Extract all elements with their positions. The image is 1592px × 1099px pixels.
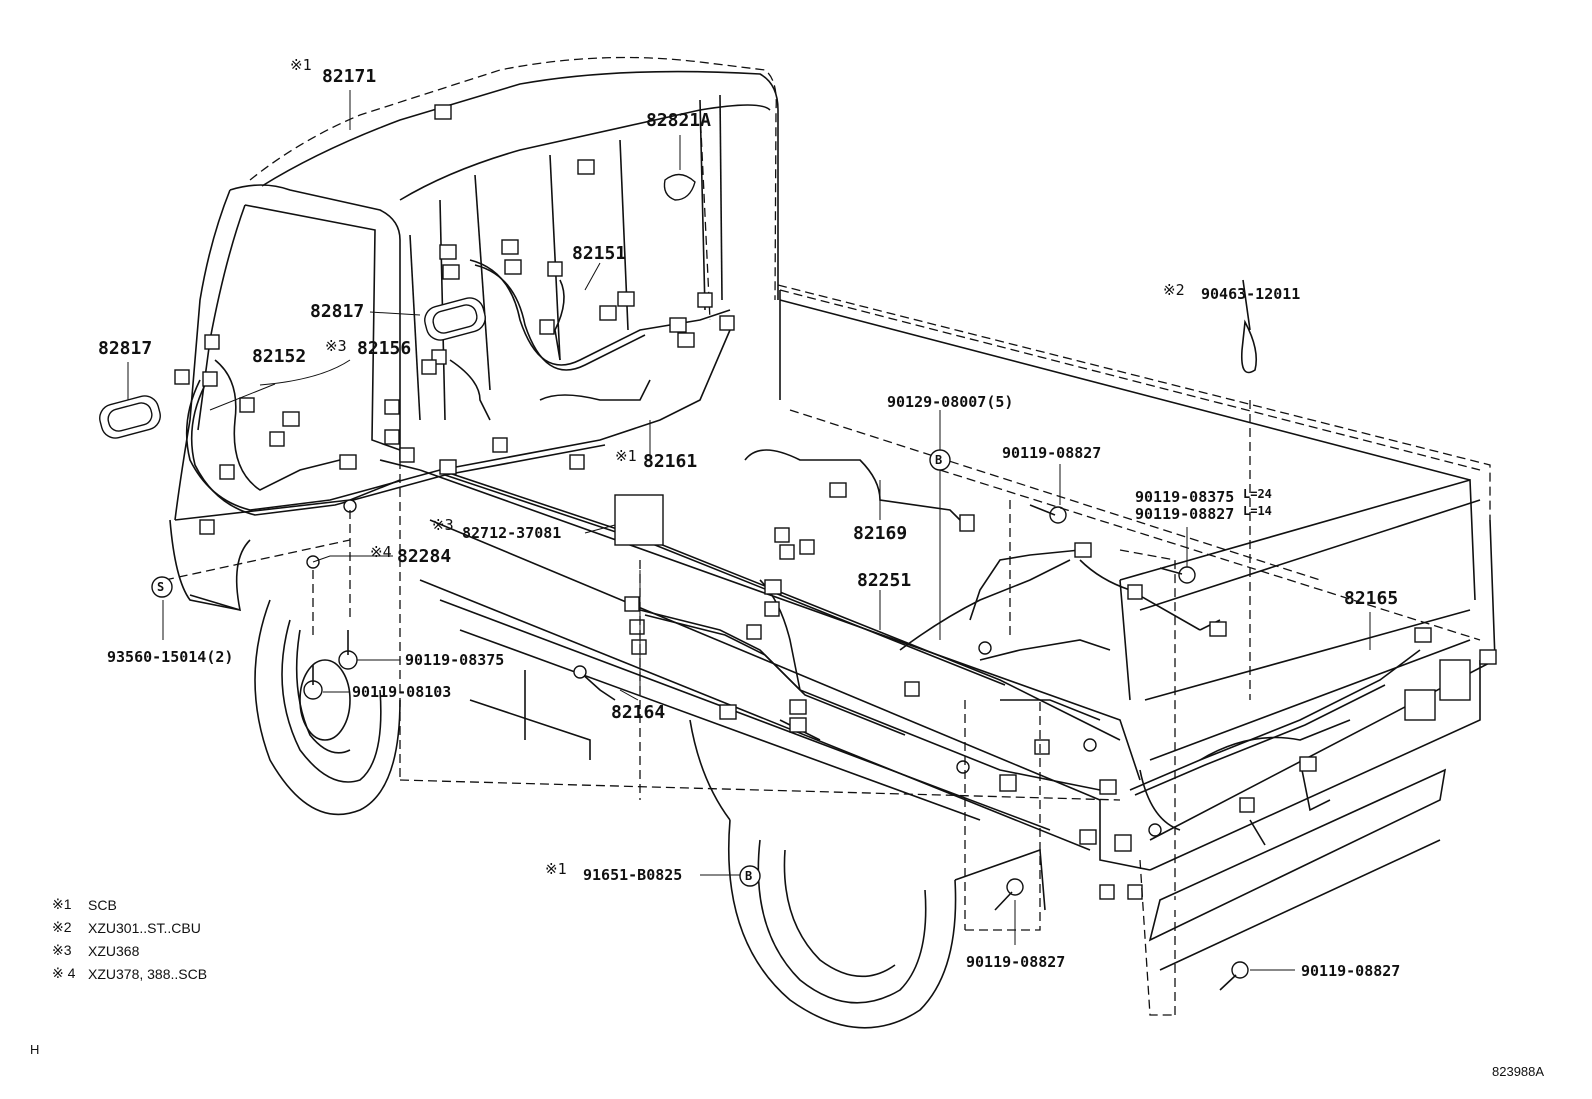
chassis-frame	[439, 599, 1447, 971]
legend-key: ※ 4	[52, 965, 76, 981]
cab-outline	[169, 56, 779, 780]
part-82171-label: 82171	[322, 66, 377, 87]
part-82169-label: 82169	[853, 523, 908, 544]
part-82817-cab-label: 82817	[310, 301, 365, 322]
bed-outline	[399, 284, 1496, 871]
part-82156-label: 82156	[357, 338, 412, 359]
mark-1-bottom: ※1	[545, 860, 567, 878]
length-24-label: L=24	[1243, 487, 1272, 501]
legend-text: XZU301..ST..CBU	[88, 919, 201, 936]
figure-id: 823988A	[1492, 1064, 1545, 1079]
part-90119-08827-b-label: 90119-08827	[1135, 505, 1235, 523]
mark-1-floor: ※1	[615, 447, 637, 465]
part-82712-label: 82712-37081	[462, 524, 562, 542]
part-90119-08375-a-label: 90119-08375	[1135, 488, 1235, 506]
part-82817-side-label: 82817	[98, 338, 153, 359]
part-82152-label: 82152	[252, 346, 307, 367]
legend-key: ※3	[52, 942, 72, 958]
part-93560-label: 93560-15014(2)	[107, 648, 234, 666]
part-90119-08827-d-label: 90119-08827	[1301, 962, 1401, 980]
parts-hardware	[99, 173, 1258, 991]
length-14-label: L=14	[1243, 504, 1272, 518]
callout-s-left: S	[157, 580, 165, 594]
legend-row: ※2 XZU301..ST..CBU	[52, 916, 207, 939]
part-82251-label: 82251	[857, 570, 912, 591]
mark-1-roof: ※1	[290, 56, 312, 74]
part-91651-label: 91651-B0825	[583, 866, 683, 884]
legend-text: XZU378, 388..SCB	[88, 965, 208, 982]
callout-b-top: B	[935, 453, 943, 467]
mark-3-cab: ※3	[325, 337, 347, 355]
part-82151-label: 82151	[572, 243, 627, 264]
mark-4-ground: ※4	[370, 543, 392, 561]
harness-connectors	[174, 104, 1497, 900]
part-90119-08375-b-label: 90119-08375	[405, 651, 505, 669]
part-90119-08103-label: 90119-08103	[352, 683, 452, 701]
legend-text: XZU368	[88, 942, 140, 959]
part-82165-label: 82165	[1344, 588, 1399, 609]
legend-row: ※3 XZU368	[52, 939, 207, 962]
part-82821a-label: 82821A	[646, 110, 712, 131]
front-wheel	[254, 599, 401, 816]
footnote-legend: ※1 SCB ※2 XZU301..ST..CBU ※3 XZU368 ※ 4 …	[52, 893, 207, 985]
part-90119-08827-a-label: 90119-08827	[1002, 444, 1102, 462]
part-82164-label: 82164	[611, 702, 666, 723]
legend-text: SCB	[88, 896, 117, 913]
part-90129-label: 90129-08007(5)	[887, 393, 1014, 411]
part-90463-label: 90463-12011	[1201, 285, 1301, 303]
legend-key: ※2	[52, 919, 72, 935]
legend-row: ※ 4 XZU378, 388..SCB	[52, 962, 207, 985]
mark-3-relay: ※3	[432, 516, 454, 534]
part-90119-08827-c-label: 90119-08827	[966, 953, 1066, 971]
part-82161-label: 82161	[643, 451, 698, 472]
part-82284-label: 82284	[397, 546, 452, 567]
corner-mark: H	[30, 1042, 40, 1057]
legend-row: ※1 SCB	[52, 893, 207, 916]
leader-lines	[127, 90, 1481, 1016]
mark-2-clamp: ※2	[1163, 281, 1185, 299]
callout-b-bottom: B	[745, 869, 753, 883]
callout-circles	[151, 449, 951, 887]
legend-key: ※1	[52, 896, 72, 912]
